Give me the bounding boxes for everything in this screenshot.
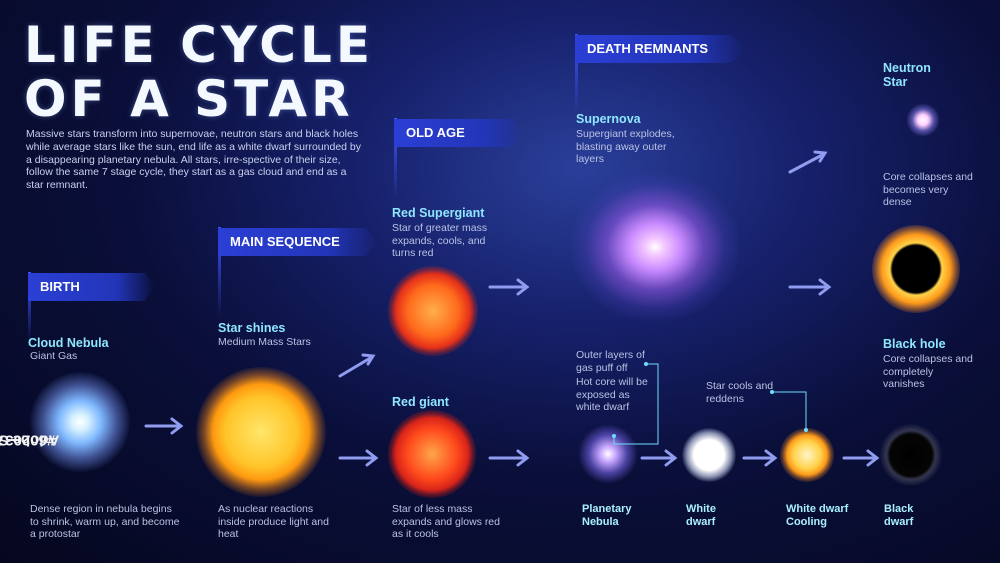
death-remnants-pole	[575, 34, 578, 114]
page-title: LIFE CYCLE OF A STAR	[24, 18, 374, 126]
black-hole-image	[872, 225, 960, 313]
star-cools-note: Star cools and reddens	[706, 380, 774, 405]
arrow-cooling-to-black-dwarf	[842, 449, 880, 467]
stock-id: #602037849	[0, 431, 55, 449]
supernova-description: Supergiant explodes, blasting away outer…	[576, 128, 675, 165]
title-line-1: LIFE CYCLE	[24, 16, 375, 74]
arrow-nebula-to-white-dwarf	[640, 449, 678, 467]
neutron-star-heading: Neutron Star	[883, 61, 931, 89]
arrow-main-to-supergiant	[338, 353, 376, 378]
note-connector-nebula	[613, 363, 659, 445]
arrow-red-giant-to-nebula	[488, 449, 530, 467]
neutron-star-image	[906, 103, 940, 137]
stage-banner-death-remnants: DEATH REMNANTS	[575, 35, 745, 63]
old-age-pole	[394, 118, 397, 198]
birth-description: Dense region in nebula begins to shrink,…	[30, 503, 180, 540]
main-sequence-star-image	[196, 367, 326, 497]
hot-core-note: Hot core will be exposed as white dwarf	[576, 376, 648, 413]
stage-banner-old-age: OLD AGE	[394, 119, 524, 147]
white-dwarf-cooling-label: White dwarf Cooling	[786, 503, 849, 528]
stage-banner-birth: BIRTH	[28, 273, 155, 301]
red-giant-image	[388, 410, 476, 498]
red-supergiant-heading: Red Supergiant	[392, 206, 485, 220]
star-shines-heading: Star shines	[218, 321, 286, 335]
cloud-nebula-heading: Cloud Nebula	[28, 336, 109, 350]
supernova-image	[570, 172, 740, 322]
supernova-heading: Supernova	[576, 112, 641, 126]
white-dwarf-label: White dwarf	[686, 503, 716, 528]
arrow-birth-to-main	[144, 417, 184, 435]
stock-id-label: Adobe Stock | #602037849	[0, 320, 59, 560]
main-sequence-description: As nuclear reactions inside produce ligh…	[218, 503, 329, 540]
black-hole-description: Core collapses and completely vanishes	[883, 353, 973, 390]
red-giant-description: Star of less mass expands and glows red …	[392, 503, 500, 540]
red-supergiant-image	[388, 266, 478, 356]
planetary-nebula-image	[578, 424, 638, 484]
arrow-supergiant-to-supernova	[488, 278, 530, 296]
intro-text: Massive stars transform into supernovae,…	[26, 128, 362, 192]
arrow-supernova-to-black-hole	[788, 278, 832, 296]
black-dwarf-label: Black dwarf	[884, 503, 914, 528]
note-connector-cooling	[772, 391, 807, 430]
main-sequence-pole	[218, 227, 221, 317]
arrow-supernova-to-neutron	[788, 150, 828, 174]
white-dwarf-cooling-image	[780, 428, 834, 482]
red-supergiant-description: Star of greater mass expands, cools, and…	[392, 222, 488, 259]
neutron-star-description: Core collapses and becomes very dense	[883, 171, 973, 208]
planetary-nebula-label: Planetary Nebula	[582, 503, 632, 528]
black-hole-heading: Black hole	[883, 337, 946, 351]
giant-gas-label: Giant Gas	[30, 350, 78, 362]
cloud-nebula-image	[30, 372, 130, 472]
arrow-main-to-red-giant	[338, 449, 379, 467]
white-dwarf-image	[682, 428, 736, 482]
red-giant-heading: Red giant	[392, 395, 449, 409]
stage-banner-main-sequence: MAIN SEQUENCE	[218, 228, 378, 256]
arrow-white-dwarf-to-cooling	[742, 449, 778, 467]
outer-layers-note: Outer layers of gas puff off	[576, 349, 645, 374]
title-line-2: OF A STAR	[24, 70, 354, 128]
black-dwarf-image	[880, 424, 942, 486]
medium-mass-label: Medium Mass Stars	[218, 336, 311, 348]
birth-pole	[28, 272, 31, 342]
